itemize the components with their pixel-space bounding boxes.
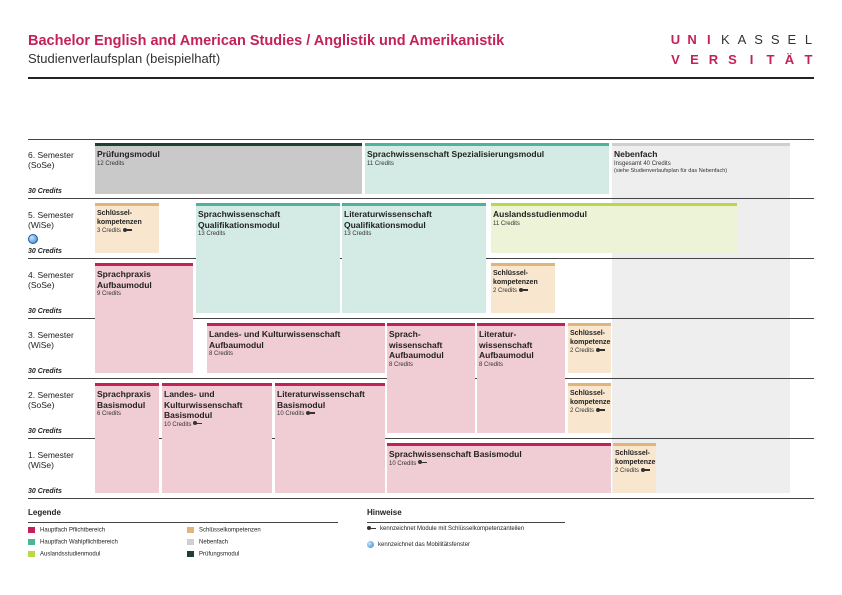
semester-divider [28,198,814,199]
key-icon [641,467,651,473]
semester-divider [28,139,814,140]
legend-item: Prüfungsmodul [187,551,239,558]
semester-divider [28,438,814,439]
semester-4-label: 4. Semester(SoSe) [28,270,74,290]
key-icon [193,421,203,426]
hints-divider [367,522,565,523]
hints-heading: Hinweise [367,508,402,517]
module-lw-qualifikation: Literaturwissenschaft Qualifikationsmodu… [342,203,486,313]
module-lk-aufbau: Landes- und Kulturwissenschaft Aufbaumod… [207,323,385,373]
page-title: Bachelor English and American Studies / … [28,33,505,49]
semester-5-credits: 30 Credits [28,248,62,255]
module-schluesselkompetenzen-2: Schlüssel-kompetenzen 2 Credits [568,383,611,433]
module-sw-aufbau: Sprach-wissenschaft Aufbaumodul 8 Credit… [387,323,475,433]
semester-divider [28,498,814,499]
module-lw-aufbau: Literatur-wissenschaft Aufbaumodul 8 Cre… [477,323,565,433]
module-schluesselkompetenzen-4: Schlüssel-kompetenzen 2 Credits [491,263,555,313]
legend-item: Auslandsstudienmodul [28,551,100,558]
module-sprachpraxis-basis: Sprachpraxis Basismodul 6 Credits [95,383,159,493]
module-sw-qualifikation: Sprachwissenschaft Qualifikationsmodul 1… [196,203,340,313]
semester-divider [28,318,814,319]
semester-1-label: 1. Semester(WiSe) [28,450,74,470]
legend-item: Hauptfach Wahlpflichtbereich [28,539,118,546]
legend-item: Hauptfach Pflichtbereich [28,527,105,534]
semester-4-credits: 30 Credits [28,308,62,315]
globe-icon [367,541,374,548]
semester-6-label: 6. Semester(SoSe) [28,150,74,170]
module-schluesselkompetenzen-3: Schlüssel-kompetenzen 2 Credits [568,323,611,373]
legend-item: Schlüsselkompetenzen [187,527,261,534]
globe-icon [28,234,38,244]
semester-1-credits: 30 Credits [28,488,62,495]
hint-globe: kennzeichnet das Mobilitätsfenster [367,541,470,548]
key-icon [306,410,316,416]
module-schluesselkompetenzen-5: Schlüssel-kompetenzen 3 Credits [95,203,159,253]
key-icon [519,287,529,293]
logo-line-2: V E R S I T Ä T [671,52,813,67]
legend-item: Nebenfach [187,539,228,546]
semester-2-credits: 30 Credits [28,428,62,435]
semester-2-label: 2. Semester(SoSe) [28,390,74,410]
logo-line-1: U N I K A S S E L [670,32,813,47]
module-sprachpraxis-aufbau: Sprachpraxis Aufbaumodul 9 Credits [95,263,193,373]
module-sw-basis: Sprachwissenschaft Basismodul 10 Credits [387,443,611,493]
university-logo: U N I K A S S E L V E R S I T Ä T [668,30,816,70]
key-icon [418,460,428,465]
module-sw-spezialisierung: Sprachwissenschaft Spezialisierungsmodul… [365,143,609,194]
module-auslandsstudienmodul: Auslandsstudienmodul 11 Credits [491,203,737,253]
header-divider [28,77,814,79]
key-icon [596,347,606,353]
semester-6-credits: 30 Credits [28,188,62,195]
key-icon [596,407,606,413]
page-subtitle: Studienverlaufsplan (beispielhaft) [28,51,221,66]
module-lk-basis: Landes- und Kulturwissenschaft Basismodu… [162,383,272,493]
legend-divider [28,522,338,523]
module-schluesselkompetenzen-1: Schlüssel-kompetenzen 2 Credits [613,443,656,493]
semester-5-label: 5. Semester(WiSe) [28,210,74,230]
module-pruefungsmodul: Prüfungsmodul 12 Credits [95,143,362,194]
semester-3-credits: 30 Credits [28,368,62,375]
module-lw-basis: Literaturwissenschaft Basismodul 10 Cred… [275,383,385,493]
semester-3-label: 3. Semester(WiSe) [28,330,74,350]
key-icon [123,227,133,233]
legend-heading: Legende [28,508,61,517]
key-icon [367,526,376,531]
hint-key: kennzeichnet Module mit Schlüsselkompete… [367,526,524,532]
